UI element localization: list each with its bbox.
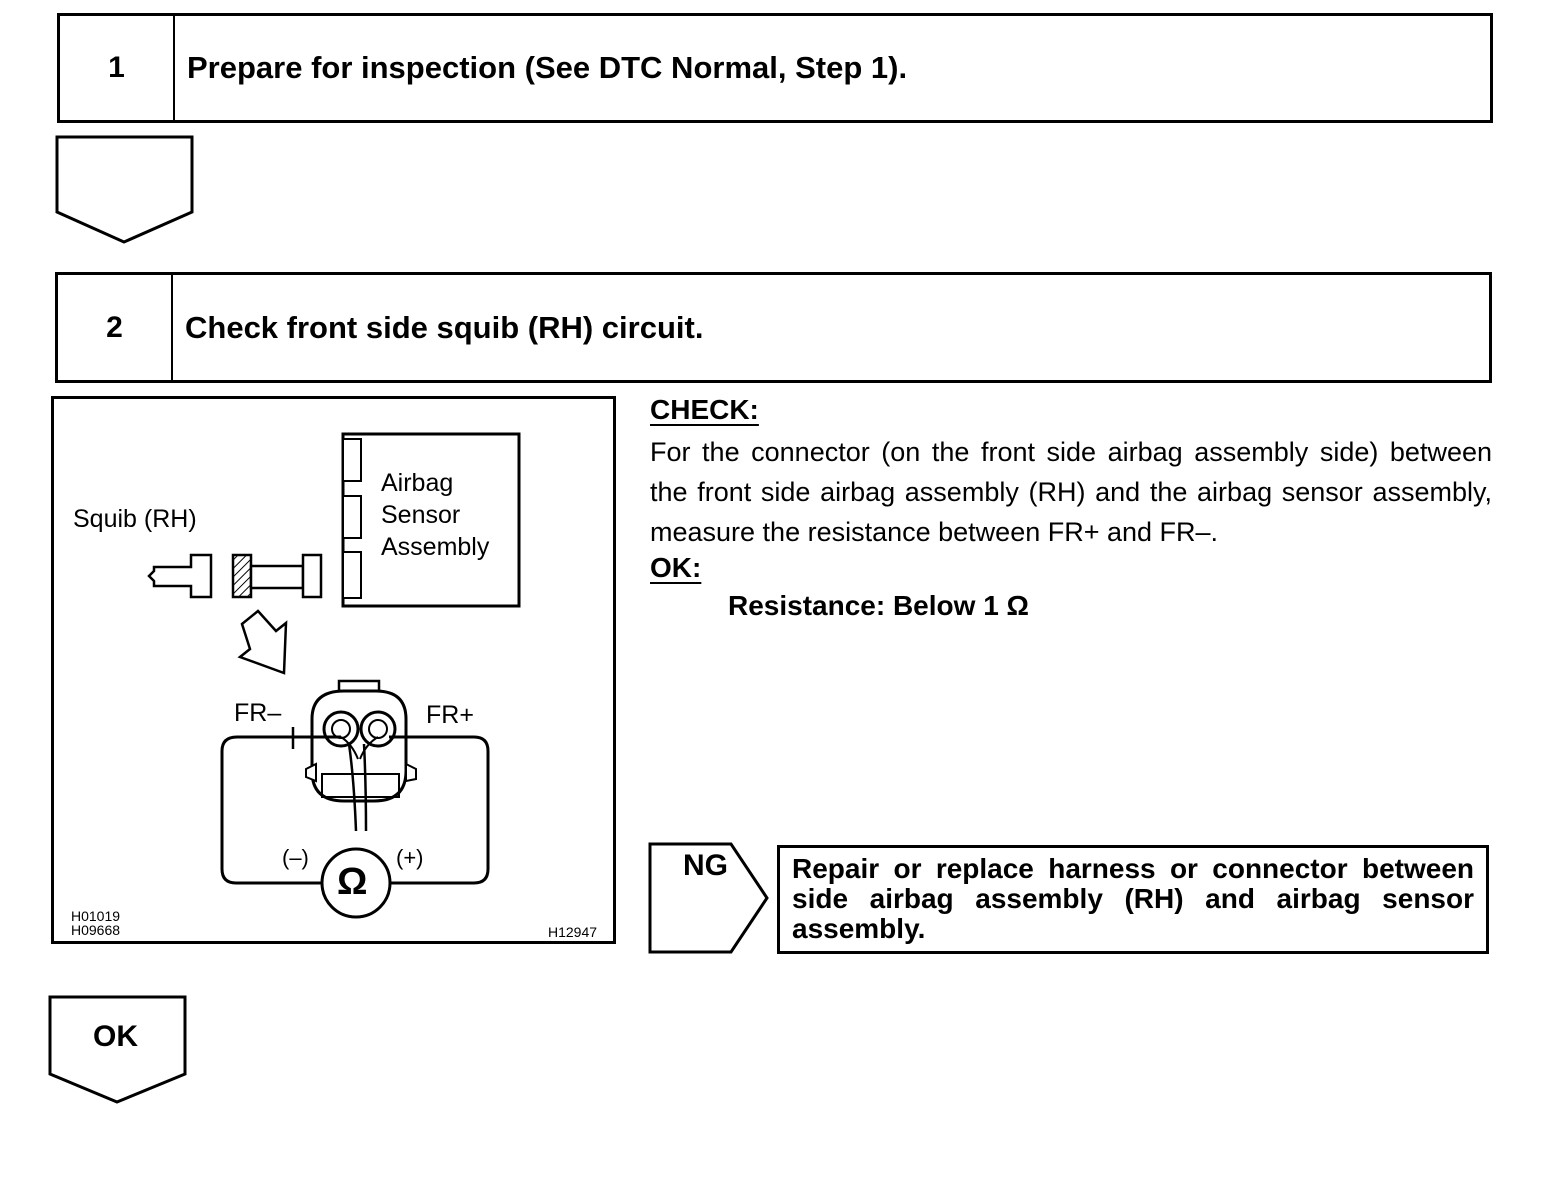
probe-lead-plus	[389, 735, 490, 885]
figure-code-1: H01019	[71, 908, 121, 924]
step-1-box: 1 Prepare for inspection (See DTC Normal…	[57, 13, 1493, 123]
sensor-label-line1: Airbag	[381, 469, 454, 497]
sensor-pin-1	[342, 438, 362, 482]
step-2-box: 2 Check front side squib (RH) circuit.	[55, 272, 1492, 383]
ng-arrow	[648, 842, 769, 954]
fr-plus-label: FR+	[426, 701, 474, 729]
probe-lead-minus	[220, 735, 322, 885]
resistance-spec: Resistance: Below 1 Ω	[728, 590, 1029, 621]
check-heading: CHECK:	[650, 394, 759, 425]
connector-tab-right	[405, 762, 417, 783]
flow-arrow-down	[55, 135, 194, 244]
harness-connector-end	[301, 553, 323, 599]
ohm-symbol: Ω	[337, 861, 368, 903]
ng-label: NG	[683, 849, 728, 882]
sensor-pin-3	[342, 551, 362, 599]
meter-plus-label: (+)	[396, 845, 424, 870]
figure-code-2: H09668	[71, 922, 121, 938]
harness-wire	[249, 564, 305, 590]
circuit-figure: Squib (RH) Airbag Sensor Assembly FR– FR…	[51, 396, 616, 944]
sensor-label-line3: Assembly	[381, 533, 490, 561]
airbag-sensor-box	[341, 432, 521, 608]
connector-tab-left	[305, 762, 317, 783]
harness-connector-hatched	[231, 553, 253, 599]
step-2-number: 2	[58, 275, 173, 380]
connector-lower-lip	[321, 773, 400, 798]
ng-repair-action: Repair or replace harness or connector b…	[777, 845, 1489, 954]
sensor-label-line2: Sensor	[381, 501, 461, 529]
connector-body	[310, 689, 408, 803]
fr-minus-label: FR–	[234, 699, 282, 727]
step-2-title: Check front side squib (RH) circuit.	[185, 309, 704, 345]
ok-label: OK	[93, 1020, 138, 1053]
check-instructions: For the connector (on the front side air…	[650, 437, 1492, 547]
ok-arrow	[48, 995, 187, 1104]
sensor-pin-2	[342, 495, 362, 539]
ohmmeter	[320, 847, 392, 919]
ok-heading: OK:	[650, 552, 702, 583]
circuit-diagram	[147, 432, 521, 919]
figure-code-3: H12947	[548, 924, 598, 940]
step-1-number: 1	[60, 16, 175, 120]
step-1-title: Prepare for inspection (See DTC Normal, …	[187, 50, 908, 85]
squib-label: Squib (RH)	[73, 505, 197, 533]
meter-minus-label: (–)	[282, 845, 309, 870]
direction-arrow	[237, 609, 288, 675]
squib-connector	[147, 553, 213, 599]
